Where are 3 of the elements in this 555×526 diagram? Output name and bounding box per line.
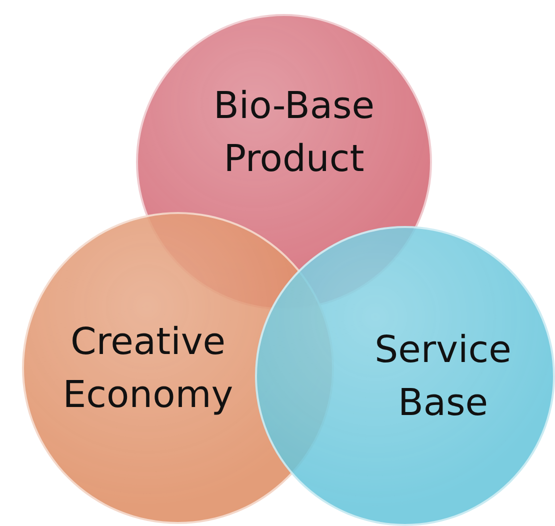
circle-label: Bio-Base Product: [212, 82, 376, 182]
circle-label: Service Base: [374, 326, 512, 426]
circle-label: Creative Economy: [62, 318, 234, 418]
